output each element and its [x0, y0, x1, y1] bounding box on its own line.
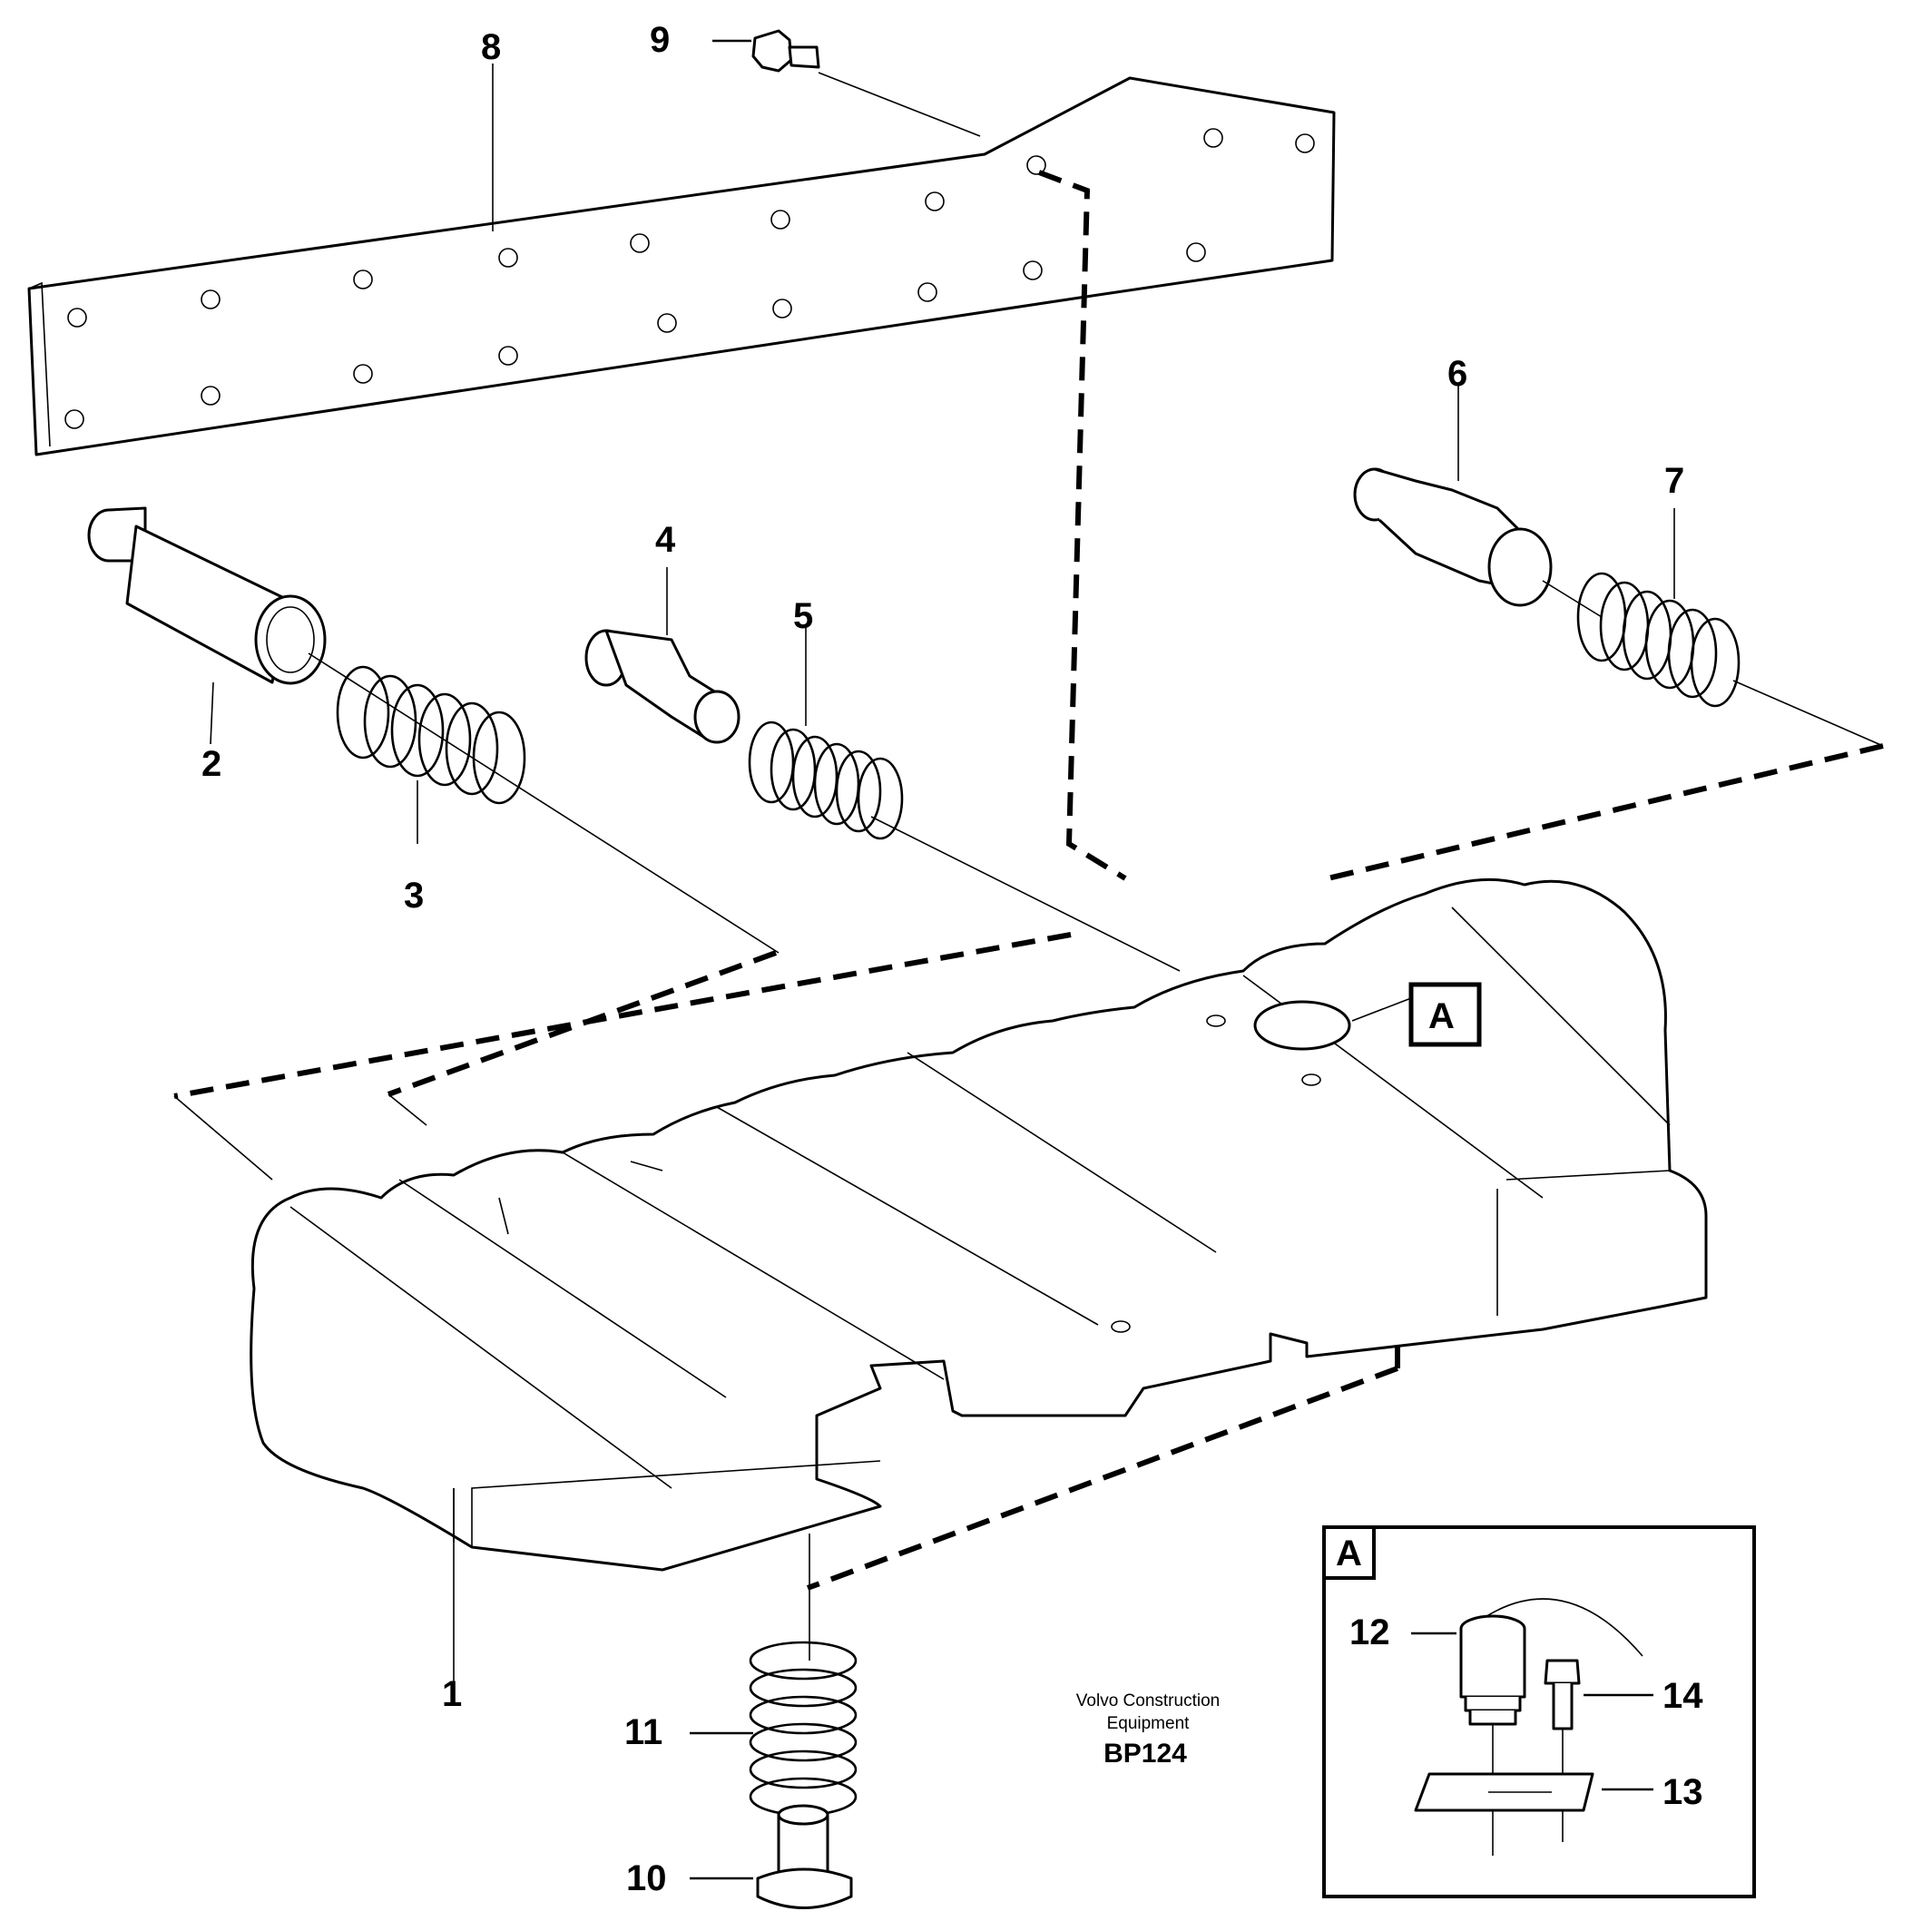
caption-line2: Equipment: [1107, 1714, 1191, 1733]
part-1-valve-housing: [250, 877, 1708, 1688]
part-2-spool: [87, 506, 780, 954]
callout-leaders: [453, 39, 751, 1543]
part-4-spool: [584, 567, 740, 744]
callout-6: 6: [1447, 354, 1467, 394]
caption-line1: Volvo Construction: [1076, 1691, 1220, 1710]
part-7-spring: [1542, 508, 1884, 747]
callout-2: 2: [201, 744, 221, 784]
detail-ref-box: A: [1408, 982, 1482, 1047]
part-8-plate: [27, 76, 1336, 456]
callout-11: 11: [624, 1712, 662, 1752]
callout-9: 9: [650, 20, 670, 60]
part-3-spring: [336, 665, 526, 844]
plate-holes: [64, 128, 1315, 429]
callout-4: 4: [655, 520, 676, 560]
callout-12: 12: [1349, 1612, 1390, 1652]
caption-code: BP124: [1103, 1739, 1187, 1769]
callout-3: 3: [404, 876, 424, 916]
part-12-sensor: [1411, 1598, 1643, 1856]
callout-14: 14: [1662, 1676, 1703, 1716]
detail-ref-label: A: [1428, 996, 1455, 1036]
caption: Volvo Construction Equipment BP124: [1076, 1691, 1220, 1769]
part-10-plug: [690, 1804, 853, 1909]
callout-5: 5: [793, 596, 813, 636]
part-11-spring: [690, 1534, 858, 1817]
callout-1: 1: [442, 1674, 462, 1714]
callout-7: 7: [1664, 461, 1684, 501]
part-9-screw: [751, 29, 981, 137]
part-13-bracket: [1414, 1772, 1653, 1812]
inset-detail-a: A: [1322, 1525, 1756, 1898]
inset-label: A: [1336, 1534, 1362, 1573]
part-6-spool: [1353, 386, 1553, 607]
callout-numbers: 8 9 2 3 4 5 6 7 1 11 10 12 14 13: [201, 20, 1703, 1898]
part-5-spring: [748, 626, 1181, 972]
callout-10: 10: [626, 1858, 667, 1898]
callout-8: 8: [481, 27, 501, 67]
callout-13: 13: [1662, 1772, 1703, 1812]
